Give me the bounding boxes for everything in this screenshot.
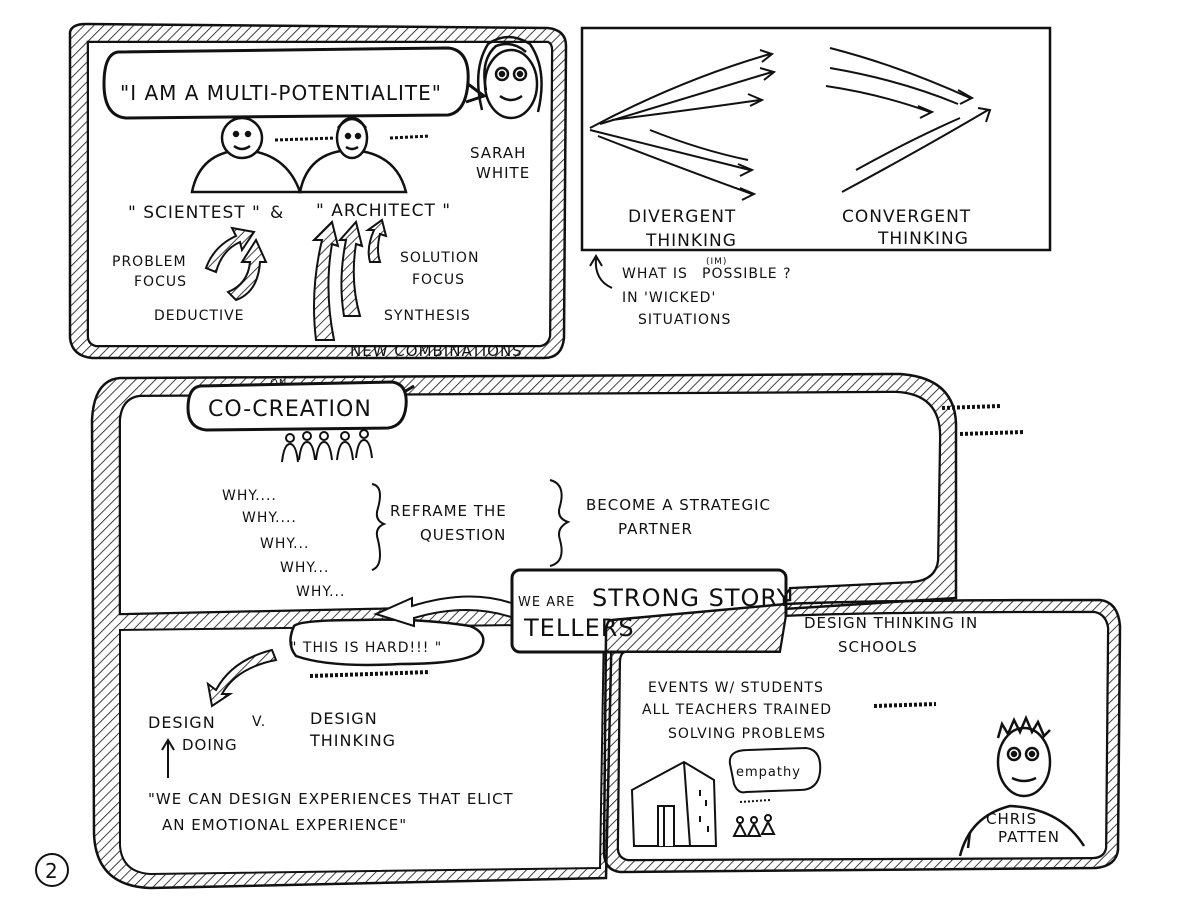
synthesis-label: SYNTHESIS [384,308,471,324]
why-item: WHY... [260,536,309,552]
why-item: WHY.... [222,488,277,504]
students-icon [732,799,776,837]
reframe-line1: REFRAME THE [390,502,507,520]
note-pointer-arrow [589,254,613,289]
empathy-bubble [728,746,822,794]
speaker-name-line1: CHRIS [986,810,1037,828]
panel-design: " THIS IS HARD!!! " DESIGN V. DESIGN THI… [119,618,606,876]
quote-text: "I AM A MULTI-POTENTIALITE" [120,81,442,105]
panel-frame [580,26,1052,252]
why-item: WHY... [280,560,329,576]
schools-item: ALL TEACHERS TRAINED [642,702,832,718]
up-arrow-icon [161,738,175,778]
synthesis-arrows-icon [311,218,388,341]
problem-focus-line2: FOCUS [134,274,187,290]
doing-label: DOING [182,736,238,754]
speaker-name-line2: WHITE [476,164,530,182]
divergent-arrows-icon [589,49,777,201]
speech-bubble [102,46,488,120]
design-thinking-line1: DESIGN [310,709,378,728]
schools-title-line1: DESIGN THINKING IN [804,614,978,632]
scientist-label: " SCIENTEST " [128,203,261,223]
strategic-line2: PARTNER [618,520,693,538]
deductive-arrows-icon [204,226,268,302]
page-number: 2 [45,859,59,883]
note-line2: IN 'WICKED' [622,290,716,306]
new-combinations-label: NEW COMBINATIONS [350,342,523,360]
two-people-icon [190,116,431,194]
note-superscript: (IM) [706,257,727,267]
versus-label: V. [252,714,266,730]
note-line3: SITUATIONS [638,312,731,328]
deductive-label: DEDUCTIVE [154,308,245,324]
convergent-line1: CONVERGENT [842,207,971,227]
schools-item: SOLVING PROBLEMS [668,726,826,742]
reframe-line2: QUESTION [420,526,506,544]
crowd-icon [281,429,373,463]
divergent-line2: THINKING [645,231,737,251]
school-building-icon [630,760,718,847]
quote-line1: "WE CAN DESIGN EXPERIENCES THAT ELICT [148,790,514,808]
cocreation-bubble [186,380,415,432]
note-suffix: POSSIBLE ? [702,266,792,282]
strategic-line1: BECOME A STRATEGIC [586,496,771,514]
panel-multipotentialite: "I AM A MULTI-POTENTIALITE" SARAH WHITE … [68,22,568,360]
this-is-hard-label: " THIS IS HARD!!! " [290,640,442,656]
design-thinking-line2: THINKING [309,731,396,750]
brace-right [549,479,571,567]
cocreation-title: CO-CREATION [208,397,372,422]
solution-focus-line2: FOCUS [412,272,465,288]
design-label: DESIGN [148,713,216,732]
architect-label: " ARCHITECT " [316,201,451,221]
convergent-line2: THINKING [877,229,969,249]
panel-thinking: DIVERGENT THINKING CONVERGENT THINKING W… [580,26,1052,328]
empathy-label: empathy [736,765,801,780]
schools-title-line2: SCHOOLS [838,638,918,656]
storytellers-prefix: WE ARE [518,595,575,610]
panel-schools: DESIGN THINKING IN SCHOOLS EVENTS W/ STU… [602,598,1122,874]
brace-left [371,483,387,571]
speaker-portrait-icon [958,714,1086,857]
problem-focus-line1: PROBLEM [112,254,187,270]
why-item: WHY... [296,584,345,600]
schools-item: EVENTS W/ STUDENTS [648,680,824,696]
and-symbol: & [270,203,284,223]
story-arrow-icon [373,595,515,628]
divergent-line1: DIVERGENT [628,207,736,227]
note-prefix: WHAT IS [622,266,688,282]
convergent-arrows-icon [825,47,992,193]
speaker-portrait-icon [476,35,543,120]
solution-focus-line1: SOLUTION [400,250,479,266]
why-item: WHY.... [242,510,297,526]
speaker-name-line1: SARAH [470,144,526,162]
page-number-badge: 2 [35,853,69,887]
hard-bubble [289,618,485,667]
curved-arrow-icon [206,648,278,708]
speaker-name-line2: PATTEN [998,828,1060,846]
quote-line2: AN EMOTIONAL EXPERIENCE" [162,816,407,834]
